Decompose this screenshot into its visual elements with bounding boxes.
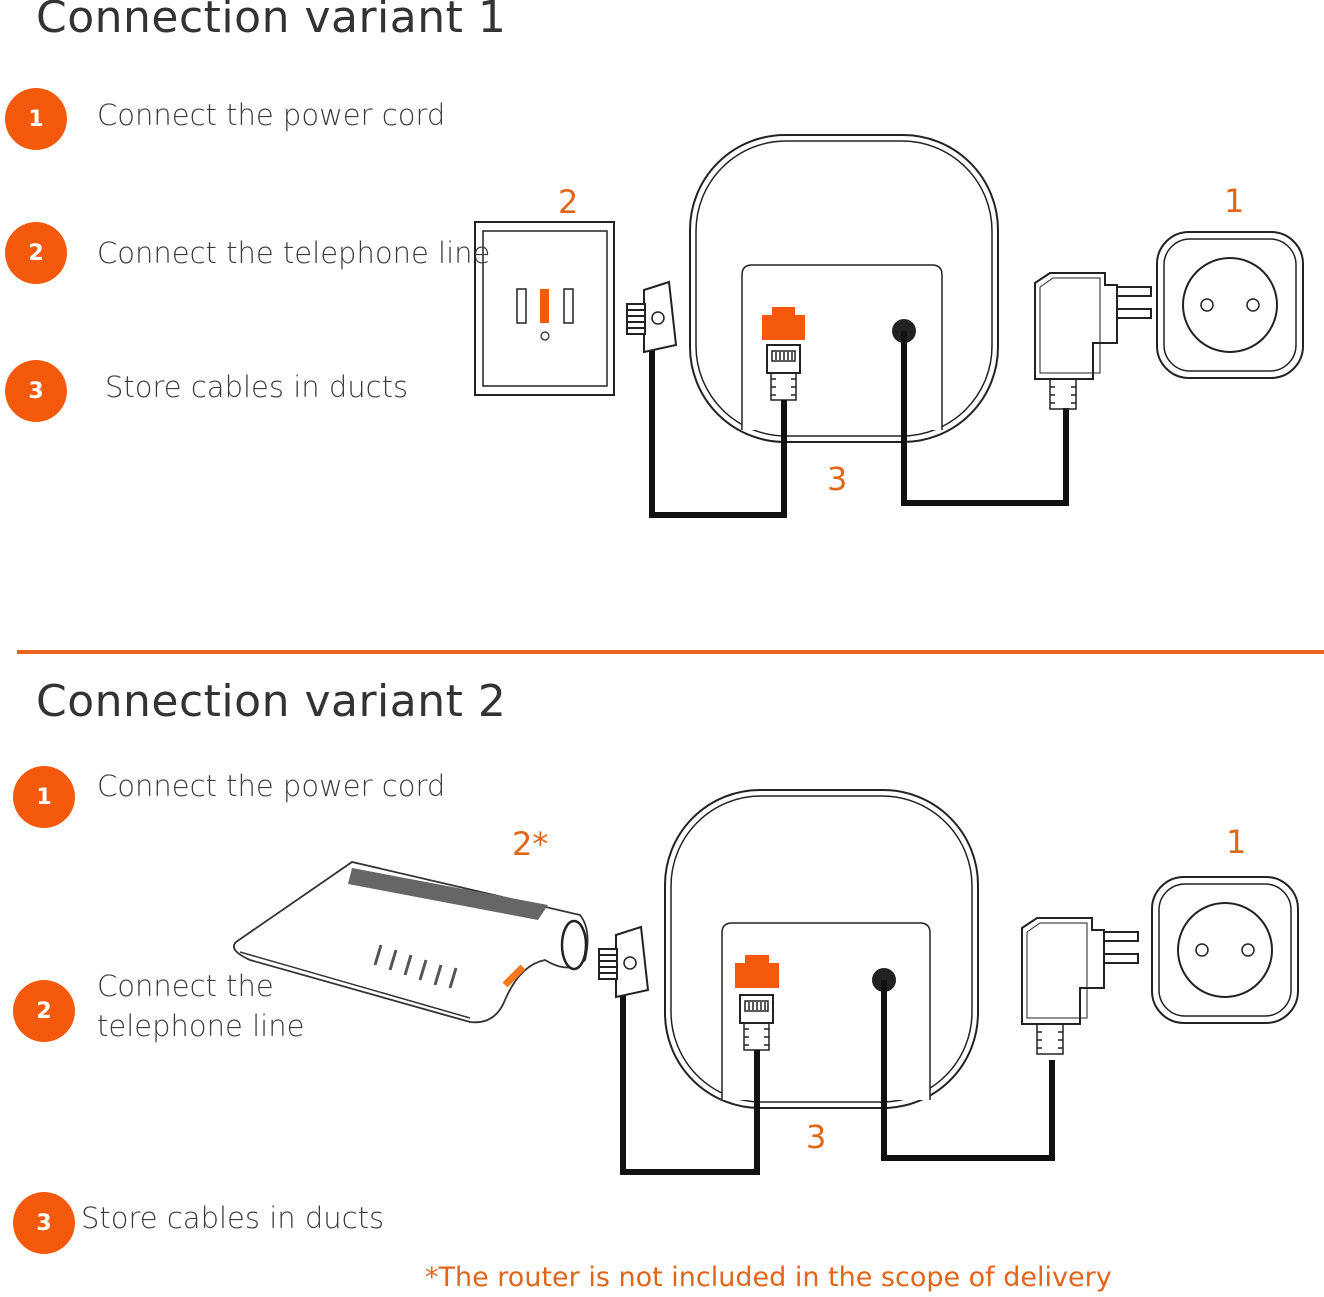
step-badge: 2 — [5, 222, 67, 284]
label-router: 2* — [512, 825, 548, 863]
step-label: Store cables in ducts — [81, 1201, 385, 1235]
variant2-diagram: 2* 1 3 — [232, 789, 1299, 1175]
step-badge: 1 — [5, 88, 67, 150]
lan-port-icon — [735, 955, 779, 988]
lan-port-icon — [762, 307, 805, 340]
step-badge: 1 — [13, 766, 75, 828]
step-label: Store cables in ducts — [105, 370, 409, 404]
step-label: Connect the — [97, 969, 274, 1003]
label-cables: 3 — [827, 460, 847, 498]
step-badge: 2 — [13, 980, 75, 1042]
variant1-title: Connection variant 1 — [36, 0, 507, 43]
label-socket: 1 — [1224, 182, 1244, 220]
step-label: Connect the power cord — [97, 769, 446, 803]
power-cable — [881, 980, 1055, 1161]
telephone-cable — [649, 345, 787, 518]
footnote: *The router is not included in the scope… — [425, 1262, 1112, 1293]
power-outlet — [1151, 876, 1299, 1024]
step-label: Connect the power cord — [97, 98, 446, 132]
variant1-diagram: 2 1 3 — [474, 134, 1304, 518]
power-outlet — [1156, 231, 1304, 379]
label-socket: 1 — [1226, 823, 1246, 861]
router-illustration — [232, 861, 589, 1024]
step-label: Connect the telephone line — [97, 236, 491, 270]
telephone-cable — [620, 990, 760, 1175]
power-cable — [901, 331, 1069, 506]
step-label: telephone line — [97, 1009, 305, 1043]
step-badge: 3 — [5, 360, 67, 422]
label-wall-jack: 2 — [558, 183, 578, 221]
step-badge: 3 — [13, 1192, 75, 1254]
variant2-title: Connection variant 2 — [36, 676, 507, 727]
label-cables: 3 — [806, 1118, 826, 1156]
section-divider — [17, 650, 1324, 654]
